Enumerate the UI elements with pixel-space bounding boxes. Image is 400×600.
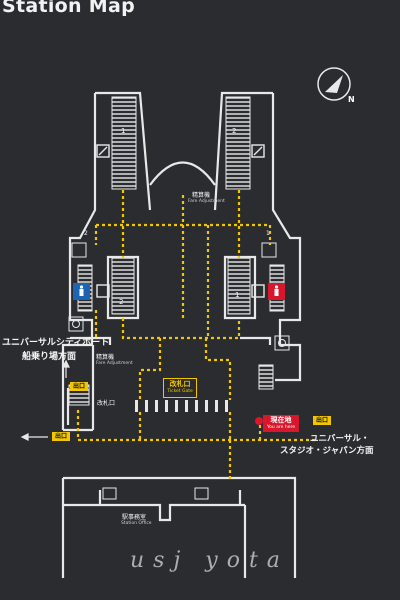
fare-adjustment-left-label: 精算機 — [96, 354, 115, 361]
ticket-gate-en: Ticket Gate — [167, 389, 193, 394]
exit-badge-lower-left: 出口 — [70, 382, 88, 391]
platform-label-side-left: 2 — [84, 230, 88, 237]
platform-label-mid-right: 1 — [235, 291, 240, 299]
station-office-label: 駅事務室 — [122, 514, 147, 521]
direction-usj-line1: ユニバーサル・ — [310, 434, 370, 444]
compass-north-label: N — [348, 95, 355, 104]
ticket-window-label: 改札口 — [97, 400, 116, 407]
ticket-gate-label: 改札口 — [169, 380, 191, 388]
facility-icons — [68, 242, 290, 500]
you-are-here-en: You are here — [266, 425, 296, 430]
fare-adjustment-left-en: Fare Adjustment — [96, 361, 133, 366]
direction-citywalk-line2: 船乗り場方面 — [22, 352, 77, 362]
exit-badge-left: 出口 — [52, 432, 70, 441]
compass-icon — [317, 67, 351, 101]
ticket-gate-badge: 改札口 Ticket Gate — [163, 378, 197, 398]
watermark: usj yota — [130, 548, 289, 573]
platform-label-mid-left: 2 — [119, 298, 124, 306]
direction-citywalk-line1: ユニバーサルシティポート — [2, 338, 110, 348]
you-are-here-label: 現在地 — [270, 416, 292, 424]
walking-routes — [76, 190, 315, 480]
here-marker — [255, 417, 263, 425]
platform-label-side-right: 1 — [266, 230, 270, 237]
escalator-icons — [96, 144, 265, 298]
fare-adjustment-top-en: Fare Adjustment — [188, 199, 225, 204]
exit-arrows — [20, 359, 70, 441]
exit-badge-right: 出口 — [313, 416, 331, 425]
station-office-en: Station Office — [121, 521, 152, 526]
fare-adjustment-top-label: 精算機 — [192, 192, 211, 199]
direction-usj-line2: スタジオ・ジャパン方面 — [280, 446, 374, 456]
ticket-gates — [135, 400, 228, 412]
platform-label-top-right: 2 — [232, 127, 237, 135]
page-title: Station Map — [2, 0, 136, 17]
you-are-here-badge: 現在地 You are here — [263, 415, 299, 432]
platform-label-top-left: 1 — [121, 127, 126, 135]
